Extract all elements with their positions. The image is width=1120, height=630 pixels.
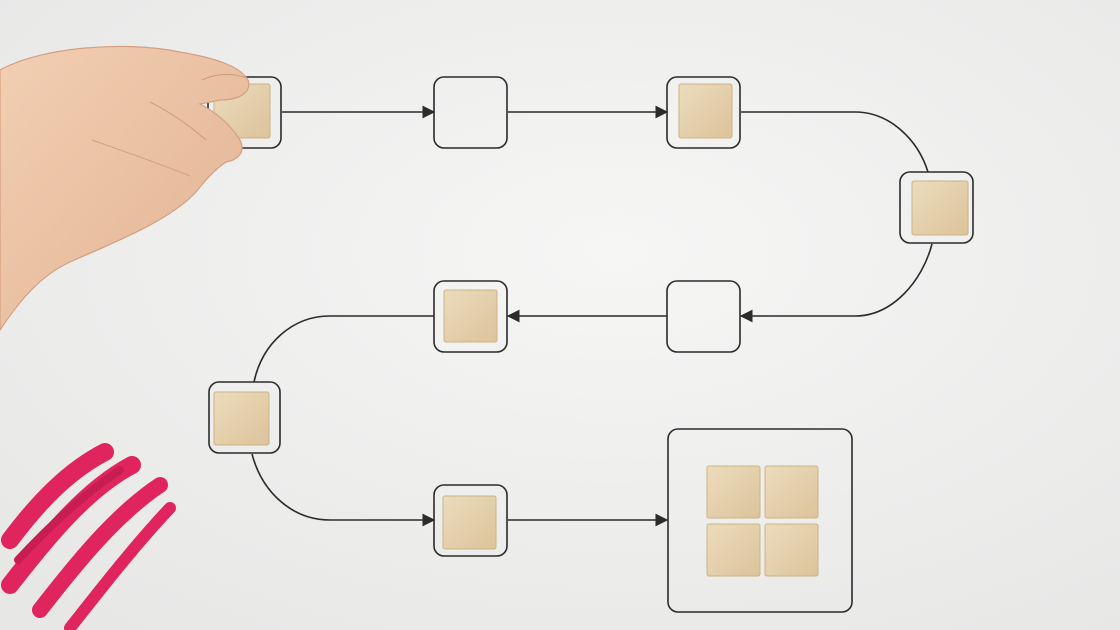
curve-7-8 xyxy=(251,453,436,527)
curve-4-5 xyxy=(739,243,933,323)
wooden-block xyxy=(764,465,819,519)
wooden-block xyxy=(213,391,270,446)
wooden-block xyxy=(442,495,497,550)
wooden-block xyxy=(911,180,969,236)
node-2-empty xyxy=(433,76,508,149)
node-7 xyxy=(208,381,281,454)
pink-scribble-decoration xyxy=(1,443,176,630)
node-4 xyxy=(899,171,974,244)
curve-3-4 xyxy=(741,111,929,173)
node-3 xyxy=(666,76,741,149)
wooden-block xyxy=(443,289,498,343)
wooden-block xyxy=(764,523,819,577)
node-5-empty xyxy=(666,280,741,353)
hand xyxy=(0,45,250,332)
wooden-block xyxy=(706,523,761,577)
goal-node xyxy=(667,428,853,613)
connector-lines xyxy=(251,105,933,527)
curve-6-7 xyxy=(253,315,434,383)
wooden-block xyxy=(678,83,733,139)
wooden-block xyxy=(706,465,761,519)
node-8 xyxy=(433,484,508,557)
node-6 xyxy=(433,280,508,353)
